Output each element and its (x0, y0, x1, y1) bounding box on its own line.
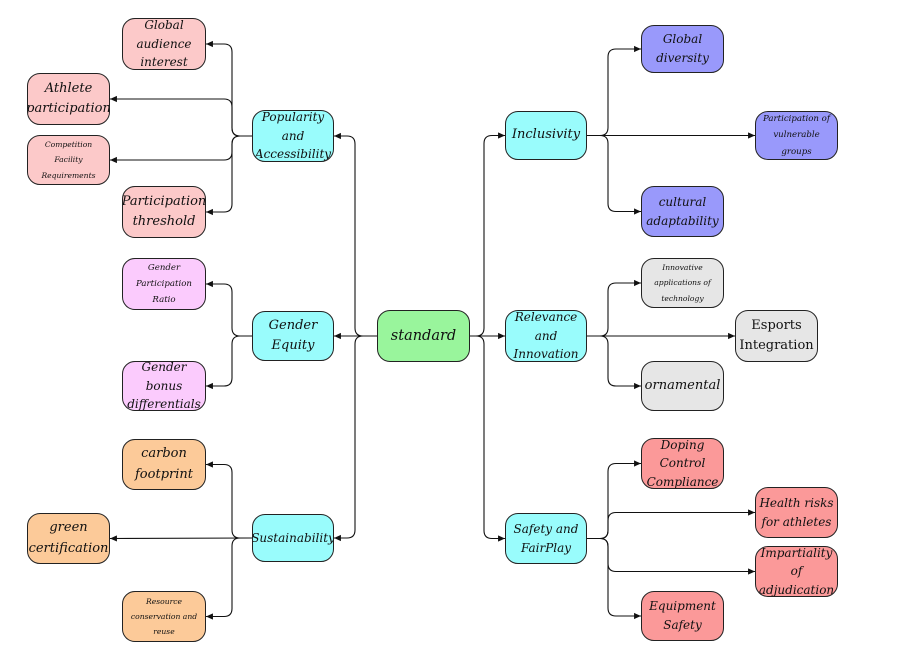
leaf-cultural-adaptability: cultural adaptability (641, 186, 724, 237)
category-label: Gender Equity (268, 317, 318, 353)
edge-root-popularity (334, 132, 377, 337)
leaf-doping-control-compliance: Doping Control Compliance (641, 438, 724, 489)
leaf-label: carbon footprint (135, 446, 193, 482)
leaf-ornamental: ornamental (641, 361, 724, 411)
edge-safety-equipment_safety (587, 537, 641, 620)
leaf-gender-bonus-differentials: Gender bonus differentials (122, 361, 206, 411)
leaf-carbon-footprint: carbon footprint (122, 439, 206, 490)
root-node-label: standard (390, 327, 457, 344)
edge-safety-health_risks (587, 509, 755, 540)
leaf-global-audience-interest: Global audience interest (122, 18, 206, 70)
leaf-label: Participation threshold (122, 193, 206, 229)
edge-gender-gender_bonus (206, 335, 252, 390)
leaf-label: Doping Control Compliance (646, 438, 719, 489)
edge-relevance-innovative_tech (587, 279, 641, 337)
category-relevance-and-innovation: Relevance and Innovation (505, 310, 587, 362)
leaf-label: ornamental (644, 377, 721, 393)
edge-sustainability-carbon_footprint (206, 461, 252, 539)
category-safety-and-fairplay: Safety and FairPlay (505, 513, 587, 564)
edge-gender-gender_ratio (206, 280, 252, 337)
edge-inclusivity-cultural_adaptability (587, 134, 641, 215)
leaf-green-certification: green certification (27, 513, 110, 564)
edge-popularity-participation_threshold (206, 135, 252, 216)
category-label: Inclusivity (511, 127, 581, 143)
edge-root-sustainability (334, 335, 377, 542)
edge-inclusivity-global_diversity (587, 45, 641, 137)
leaf-label: Health risks for athletes (759, 495, 834, 529)
edge-popularity-athlete_participation (110, 95, 252, 137)
category-gender-equity: Gender Equity (252, 311, 334, 361)
root-node-standard: standard (377, 310, 470, 362)
leaf-gender-participation-ratio: Gender Participation Ratio (122, 258, 206, 310)
leaf-label: Impartiality of adjudication (758, 546, 835, 597)
category-popularity-and-accessibility: Popularity and Accessibility (252, 110, 334, 162)
leaf-label: Equipment Safety (649, 599, 716, 632)
edge-safety-doping_control (587, 460, 641, 540)
leaf-label: cultural adaptability (646, 194, 719, 228)
edge-popularity-global_audience (206, 40, 252, 137)
leaf-global-diversity: Global diversity (641, 25, 724, 73)
leaf-competition-facility-requirements: Competition Facility Requirements (27, 135, 110, 185)
category-label: Popularity and Accessibility (254, 110, 332, 162)
leaf-participation-threshold: Participation threshold (122, 186, 206, 238)
edge-popularity-facility_requirements (110, 135, 252, 164)
leaf-label: Competition Facility Requirements (41, 140, 96, 180)
leaf-health-risks-for-athletes: Health risks for athletes (755, 487, 838, 538)
leaf-resource-conservation-and-reuse: Resource conservation and reuse (122, 591, 206, 642)
leaf-label: Innovative applications of technology (654, 263, 711, 303)
category-sustainability: Sustainability (252, 514, 334, 562)
leaf-label: Participation of vulnerable groups (762, 114, 830, 157)
leaf-label: Resource conservation and reuse (130, 596, 198, 637)
leaf-participation-of-vulnerable-groups: Participation of vulnerable groups (755, 111, 838, 160)
leaf-label: Gender bonus differentials (127, 361, 201, 411)
leaf-label: Global audience interest (136, 18, 192, 70)
leaf-label: green certification (28, 520, 109, 556)
category-label: Safety and FairPlay (513, 521, 579, 555)
leaf-athlete-participation: Athlete participation (27, 73, 110, 125)
leaf-label: Global diversity (656, 32, 709, 65)
edge-safety-impartiality (587, 537, 755, 575)
edge-relevance-ornamental (587, 335, 641, 390)
leaf-innovative-applications-of-technology: Innovative applications of technology (641, 258, 724, 308)
leaf-label: Athlete participation (27, 80, 110, 116)
category-label: Relevance and Innovation (513, 310, 579, 362)
leaf-label: Gender Participation Ratio (136, 262, 192, 306)
leaf-esports-integration: Esports Integration (735, 310, 818, 362)
leaf-impartiality-of-adjudication: Impartiality of adjudication (755, 546, 838, 597)
leaf-equipment-safety: Equipment Safety (641, 591, 724, 641)
leaf-label: Esports Integration (739, 317, 814, 353)
category-inclusivity: Inclusivity (505, 111, 587, 160)
edge-root-safety (470, 335, 505, 542)
edge-root-inclusivity (470, 132, 505, 337)
edge-sustainability-green_certification (109, 535, 253, 542)
edge-sustainability-resource_conservation (206, 537, 252, 620)
category-label: Sustainability (252, 530, 334, 545)
